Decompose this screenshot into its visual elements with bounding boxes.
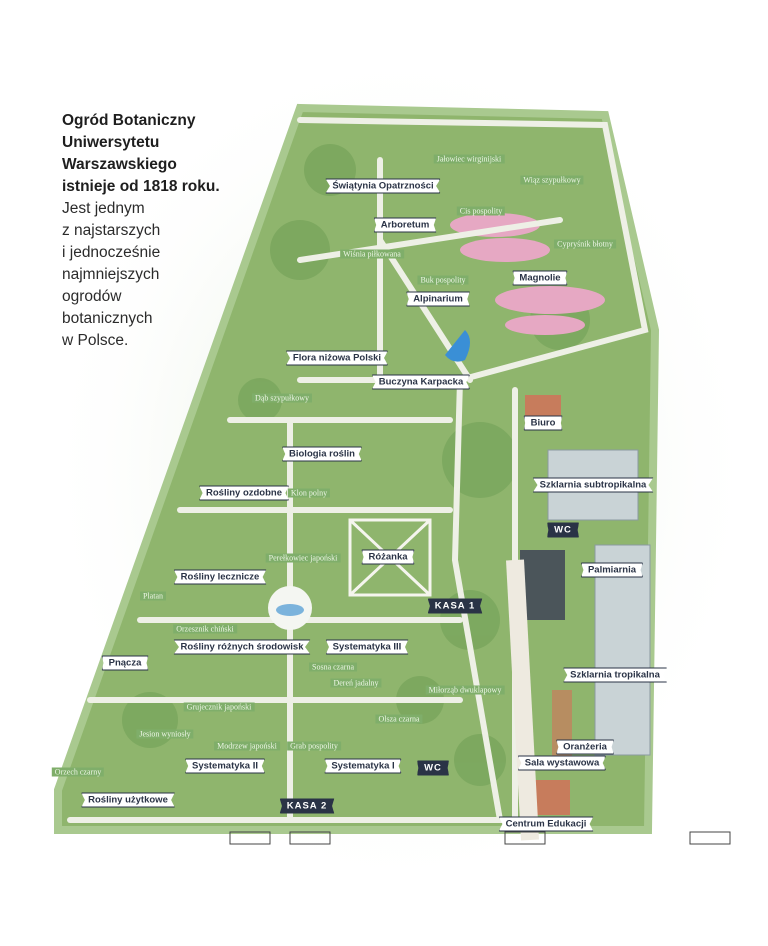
- intro-title-line: Uniwersytetu: [62, 134, 160, 151]
- area-label: Centrum Edukacji: [498, 816, 594, 832]
- area-label: Rośliny ozdobne: [199, 485, 289, 501]
- area-label: Oranżeria: [556, 739, 614, 755]
- intro-body-line: w Polsce.: [62, 332, 129, 349]
- intro-body-line: z najstarszych: [62, 222, 161, 239]
- tree-label: Dereń jadalny: [330, 678, 382, 688]
- tree-label: Platan: [140, 591, 166, 601]
- area-label: Flora niżowa Polski: [285, 350, 389, 366]
- intro-body-line: Jest jednym: [62, 200, 145, 217]
- area-label: KASA 2: [279, 798, 335, 814]
- tree-label: Orzech czarny: [51, 767, 105, 777]
- area-label: Różanka: [361, 549, 415, 565]
- tree-label: Cis pospolity: [456, 206, 506, 216]
- tree-label: Miłorząb dwuklapowy: [425, 685, 505, 695]
- intro-title-line: istnieje od 1818 roku.: [62, 178, 220, 195]
- tree-label: Cypryśnik błotny: [554, 239, 616, 249]
- tree-label: Grab pospolity: [287, 741, 341, 751]
- intro-body-line: najmniejszych: [62, 266, 160, 283]
- intro-title-line: Ogród Botaniczny: [62, 112, 196, 129]
- main-walkway: [506, 559, 539, 841]
- area-label: Biologia roślin: [282, 446, 362, 462]
- pond: [445, 330, 470, 362]
- greenhouses: [520, 395, 651, 815]
- intro-body-line: ogrodów: [62, 288, 122, 305]
- area-label: Arboretum: [373, 217, 437, 233]
- area-label: Magnolie: [512, 270, 568, 286]
- tree-label: Wiśnia piłkowana: [340, 249, 404, 259]
- tree-label: Perełkowiec japoński: [265, 553, 341, 563]
- tree-label: Jałowiec wirginijski: [433, 154, 505, 164]
- area-label: Palmiarnia: [580, 562, 644, 578]
- area-label: Systematyka I: [324, 758, 402, 774]
- tree-label: Klon polny: [287, 488, 331, 498]
- area-label: Szklarnia subtropikalna: [532, 477, 654, 493]
- tree-label: Wiąz szypułkowy: [520, 175, 584, 185]
- tree-label: Dąb szypułkowy: [252, 393, 312, 403]
- tree-label: Grujecznik japoński: [183, 702, 255, 712]
- intro-title-line: Warszawskiego: [62, 156, 177, 173]
- tree-label: Orzesznik chiński: [173, 624, 237, 634]
- tree-label: Sosna czarna: [309, 662, 357, 672]
- tree-label: Modrzew japoński: [214, 741, 280, 751]
- area-label: Systematyka III: [325, 639, 409, 655]
- area-label: Rośliny użytkowe: [81, 792, 175, 808]
- area-label: Rośliny różnych środowisk: [173, 639, 311, 655]
- area-label: Systematyka II: [184, 758, 266, 774]
- area-label: Pnącza: [101, 655, 149, 671]
- intro-body-line: i jednocześnie: [62, 244, 161, 261]
- intro-text: Ogród Botaniczny Uniwersytetu Warszawski…: [62, 110, 252, 352]
- tree-label: Buk pospolity: [417, 275, 469, 285]
- intro-body-line: botanicznych: [62, 310, 153, 327]
- tree-label: Jesion wyniosły: [136, 729, 194, 739]
- area-label: Świątynia Opatrzności: [325, 178, 441, 194]
- area-label: Sala wystawowa: [517, 755, 607, 771]
- gates: [229, 831, 731, 845]
- area-label: Buczyna Karpacka: [371, 374, 471, 390]
- area-label: Szklarnia tropikalna: [563, 667, 667, 683]
- area-label: Biuro: [523, 415, 563, 431]
- area-label: Rośliny lecznicze: [173, 569, 267, 585]
- area-label: KASA 1: [427, 598, 483, 614]
- tree-label: Olsza czarna: [375, 714, 423, 724]
- area-label: WC: [547, 522, 579, 538]
- area-label: Alpinarium: [406, 291, 470, 307]
- area-label: WC: [417, 760, 449, 776]
